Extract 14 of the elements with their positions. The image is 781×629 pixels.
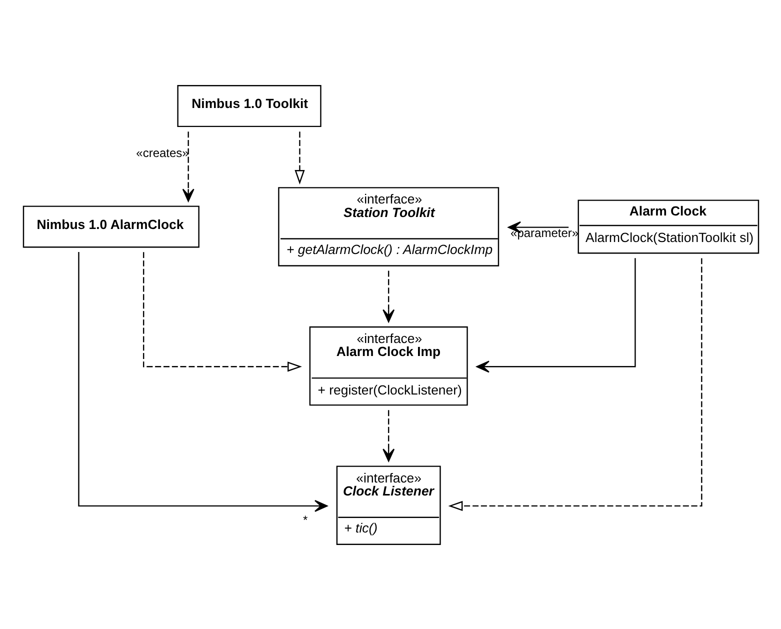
arrow xyxy=(382,410,394,462)
arrow xyxy=(78,252,328,512)
arrow xyxy=(294,131,304,184)
arrow xyxy=(507,220,568,233)
node-box: Nimbus 1.0 Toolkit xyxy=(176,84,321,127)
edge-label: «creates» xyxy=(136,145,188,160)
edge-label: * xyxy=(302,512,308,527)
edge-label: «parameter» xyxy=(510,225,578,240)
arrow xyxy=(382,270,394,322)
arrow xyxy=(182,131,194,202)
arrow xyxy=(142,252,302,372)
arrow xyxy=(476,258,636,372)
arrow xyxy=(448,258,702,511)
node-box: Nimbus 1.0 AlarmClock xyxy=(22,205,199,248)
